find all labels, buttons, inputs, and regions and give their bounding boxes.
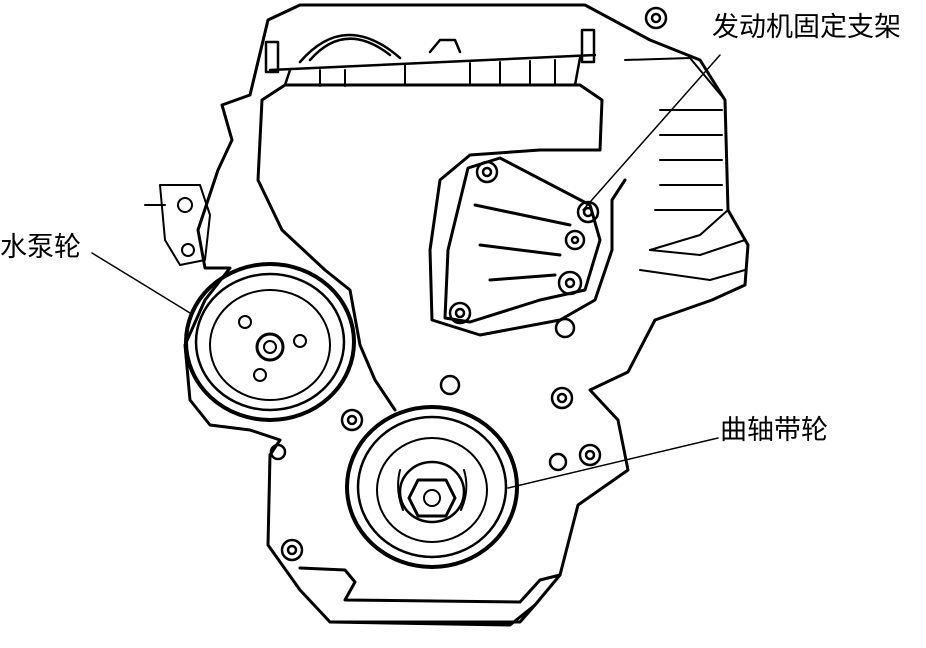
pump-leader-line (91, 252, 191, 314)
oil-pan (298, 566, 562, 624)
engine-block-outline (183, 3, 750, 627)
crankshaft-pulley (345, 405, 519, 569)
water-pump-pulley (184, 262, 356, 422)
intake-manifold (624, 57, 746, 281)
timing-cover (256, 83, 627, 412)
water-pump-pulley-label: 水泵轮 (0, 232, 81, 263)
engine-mount-bracket (443, 156, 602, 324)
crank-leader-line (507, 437, 719, 489)
engine-bracket-label: 发动机固定支架 (712, 12, 901, 43)
bracket-bolts (448, 160, 600, 325)
cam-cover (268, 33, 597, 87)
cam-studs (264, 6, 668, 74)
bracket-leader-line (582, 54, 721, 211)
block-bolts (269, 317, 602, 562)
crankshaft-pulley-label: 曲轴带轮 (720, 415, 828, 446)
alternator-bracket (144, 184, 211, 266)
cam-cover-ribs (319, 59, 556, 87)
